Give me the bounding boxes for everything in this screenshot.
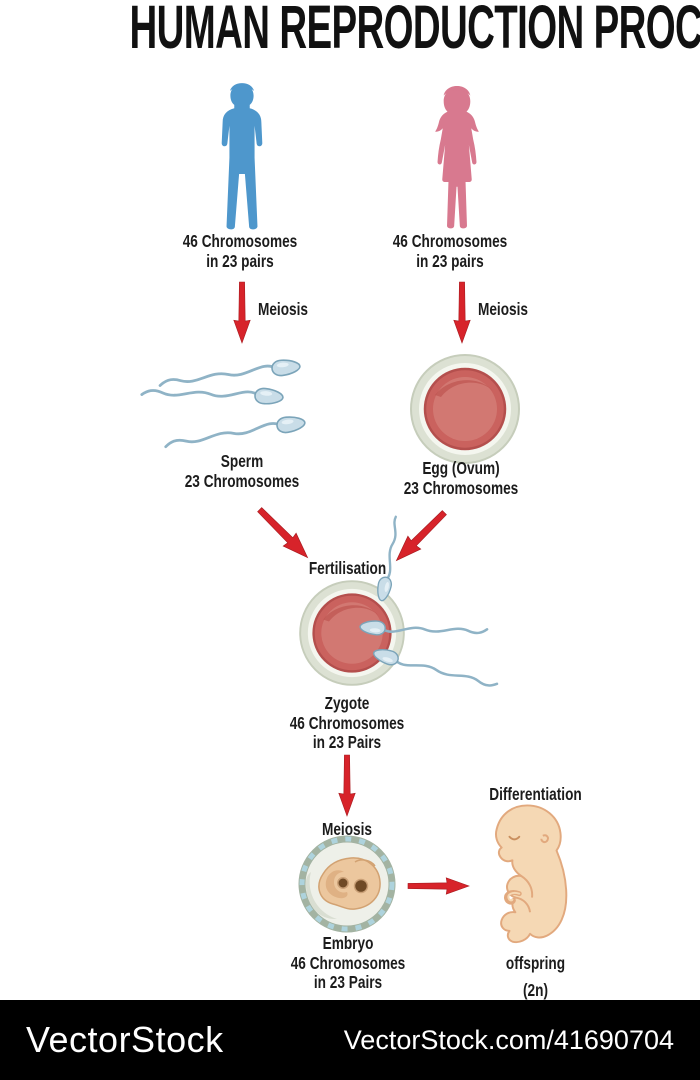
watermark-bar: VectorStock VectorStock.com/41690704 xyxy=(0,1000,700,1080)
female-silhouette-icon xyxy=(428,86,486,238)
vectorstock-logo: VectorStock xyxy=(26,1019,224,1060)
fertilisation-label: Fertilisation xyxy=(308,558,387,578)
female-meiosis-label: Meiosis xyxy=(477,299,529,319)
zygote-caption-line3: in 23 Pairs xyxy=(312,732,382,752)
sperm-caption: Sperm 23 Chromosomes xyxy=(180,451,305,491)
egg-caption: Egg (Ovum) 23 Chromosomes xyxy=(399,458,524,498)
embryo-caption-line3: in 23 Pairs xyxy=(313,972,383,992)
offspring-label: offspring xyxy=(505,953,566,973)
egg-caption-line1: Egg (Ovum) xyxy=(422,458,500,478)
embryo-caption: Embryo 46 Chromosomes in 23 Pairs xyxy=(286,933,411,993)
fetus-offspring-icon xyxy=(484,803,582,948)
zygote-meiosis-arrow-icon xyxy=(338,754,356,817)
offspring-2n-label: (2n) xyxy=(522,980,549,1000)
male-meiosis-label: Meiosis xyxy=(257,299,309,319)
vectorstock-credit-url: VectorStock.com/41690704 xyxy=(343,1024,674,1055)
zygote-caption: Zygote 46 Chromosomes in 23 Pairs xyxy=(285,693,410,753)
zygote-caption-line2: 46 Chromosomes xyxy=(289,712,405,733)
differentiation-label: Differentiation xyxy=(489,784,582,804)
male-silhouette-icon xyxy=(213,83,271,238)
sperm-caption-line1: Sperm xyxy=(220,451,264,471)
egg-ovum-icon xyxy=(409,353,521,465)
male-caption-line2: in 23 pairs xyxy=(206,250,274,271)
embryo-caption-line1: Embryo xyxy=(322,933,374,953)
sperm-caption-line2: 23 Chromosomes xyxy=(184,470,300,491)
female-caption-line2: in 23 pairs xyxy=(416,250,484,271)
male-caption-line1: 46 Chromosomes xyxy=(182,231,298,251)
male-caption: 46 Chromosomes in 23 pairs xyxy=(178,231,303,271)
zygote-fertilisation-icon xyxy=(295,514,520,705)
page-title: HUMAN REPRODUCTION PROCESS xyxy=(129,0,700,61)
female-caption: 46 Chromosomes in 23 pairs xyxy=(388,231,513,271)
egg-caption-line2: 23 Chromosomes xyxy=(403,477,519,498)
embryo-cell-icon xyxy=(297,834,397,934)
zygote-meiosis-label: Meiosis xyxy=(321,819,373,839)
zygote-caption-line1: Zygote xyxy=(324,693,370,713)
female-caption-line1: 46 Chromosomes xyxy=(392,231,508,251)
embryo-caption-line2: 46 Chromosomes xyxy=(290,952,406,973)
sperm-cells-icon xyxy=(140,346,358,458)
differentiation-arrow-icon xyxy=(406,877,472,895)
